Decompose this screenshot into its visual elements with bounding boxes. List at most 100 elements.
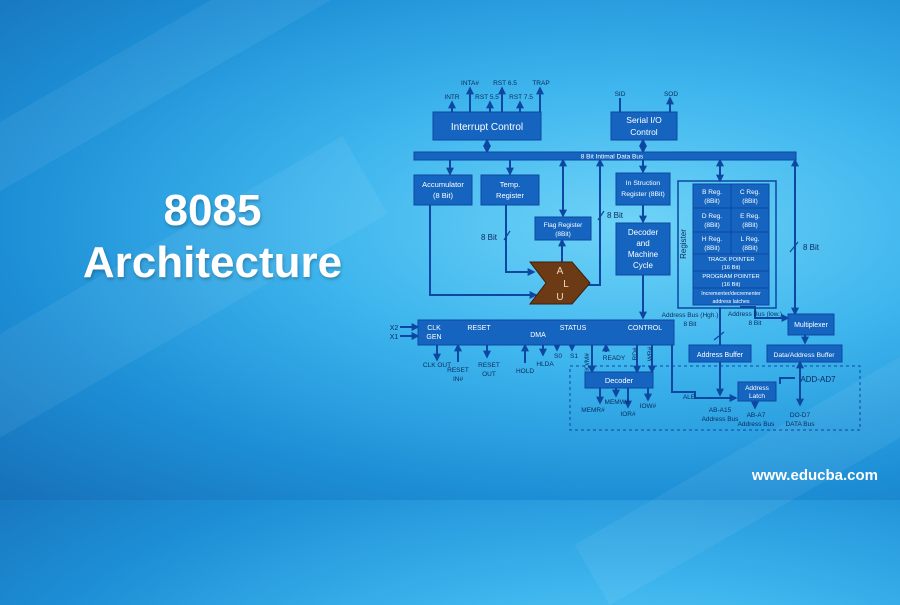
svg-text:MEMR#: MEMR#: [581, 407, 605, 414]
svg-text:S1: S1: [570, 353, 578, 360]
decoder-block: Decoder: [584, 371, 654, 389]
svg-text:CLK: CLK: [427, 325, 441, 332]
temp-register-block: Temp. Register: [480, 174, 540, 206]
svg-text:MEMW#: MEMW#: [605, 399, 630, 406]
svg-text:AB-A15: AB-A15: [709, 407, 732, 414]
svg-text:CLK OUT: CLK OUT: [423, 362, 451, 369]
svg-text:Register (8Bit): Register (8Bit): [621, 191, 664, 198]
svg-text:(8Bit): (8Bit): [742, 222, 758, 229]
title-line-2: Architecture: [82, 238, 343, 287]
control-pin-labels: CLK OUT RESET IN# RESET OUT HOLD HLDA S0…: [423, 346, 654, 383]
svg-text:Address Bus (Hgh.): Address Bus (Hgh.): [662, 312, 719, 319]
svg-text:ALE: ALE: [683, 394, 696, 401]
svg-text:Decoder: Decoder: [605, 376, 634, 385]
svg-text:IN#: IN#: [453, 376, 464, 383]
timing-control-bar: CLK GEN RESET DMA STATUS CONTROL X2 X1: [390, 319, 675, 346]
register-group-label: Register: [679, 229, 688, 259]
site-url: www.educba.com: [751, 467, 878, 484]
svg-text:Serial I/O: Serial I/O: [626, 115, 662, 125]
decoder-output-labels: MEMR# MEMW# IOR# IOW# ALE: [581, 394, 696, 418]
svg-text:D Reg.: D Reg.: [702, 213, 722, 220]
svg-text:and: and: [636, 239, 649, 248]
svg-text:IO/M#: IO/M#: [584, 353, 591, 371]
svg-text:DO-D7: DO-D7: [790, 412, 811, 419]
svg-text:8 Bit: 8 Bit: [803, 243, 820, 252]
architecture-diagram: 8 Bit Intimal Data Bus INTR INTA# RST 5.…: [390, 80, 861, 431]
svg-text:CONTROL: CONTROL: [628, 325, 662, 332]
internal-data-bus: 8 Bit Intimal Data Bus: [413, 151, 797, 161]
svg-text:OUT: OUT: [482, 371, 496, 378]
svg-text:Data/Address Buffer: Data/Address Buffer: [773, 352, 835, 359]
svg-text:Machine: Machine: [628, 250, 659, 259]
pin-inta: INTA#: [461, 80, 479, 87]
data-address-buffer-block: Data/Address Buffer: [766, 344, 843, 363]
svg-text:DMA: DMA: [530, 332, 546, 339]
svg-text:(8Bit): (8Bit): [742, 245, 758, 252]
pin-rst55: RST 5.5: [475, 94, 499, 101]
instruction-register-block: In Struction Register (8Bit): [615, 172, 671, 206]
svg-text:S0: S0: [554, 353, 562, 360]
svg-text:address latches: address latches: [712, 299, 749, 305]
svg-text:IOW#: IOW#: [640, 403, 657, 410]
interrupt-pin-labels: INTR INTA# RST 5.5 RST 6.5 RST 7.5 TRAP …: [444, 80, 678, 101]
serial-io-block: Serial I/O Control: [610, 111, 678, 141]
svg-text:READY: READY: [603, 355, 626, 362]
external-bus-labels: ADD-AD7 AB-A15 Address Bus AB-A7 Address…: [702, 375, 837, 428]
interrupt-control-block: Interrupt Control: [432, 111, 542, 141]
svg-text:Incrementer/decrementer: Incrementer/decrementer: [701, 291, 761, 297]
svg-text:HLDA: HLDA: [536, 361, 554, 368]
address-bus-labels: Address Bus (Hgh.) 8 Bit Address Bus (lo…: [662, 311, 782, 328]
pin-intr: INTR: [444, 94, 459, 101]
svg-text:Accumulator: Accumulator: [422, 180, 464, 189]
address-latch-block: Address Latch: [737, 381, 777, 402]
svg-text:Register: Register: [496, 191, 524, 200]
pin-sid: SID: [615, 91, 626, 98]
svg-text:Address: Address: [745, 385, 770, 392]
svg-text:STATUS: STATUS: [560, 325, 587, 332]
title-line-1: 8085: [163, 186, 262, 235]
svg-text:U: U: [556, 292, 563, 303]
decoder-machine-cycle-block: Decoder and Machine Cycle: [615, 222, 671, 276]
svg-text:H Reg.: H Reg.: [702, 236, 722, 243]
svg-text:Temp.: Temp.: [500, 180, 520, 189]
svg-text:In Struction: In Struction: [626, 180, 661, 187]
svg-text:RESET: RESET: [478, 362, 500, 369]
svg-text:E Reg.: E Reg.: [740, 213, 760, 220]
svg-text:(8Bit): (8Bit): [704, 245, 720, 252]
internal-bus-label: 8 Bit Intimal Data Bus: [581, 154, 644, 161]
svg-text:GEN: GEN: [426, 334, 441, 341]
svg-text:Address Bus: Address Bus: [702, 416, 740, 423]
svg-text:Control: Control: [630, 127, 658, 137]
svg-text:X2: X2: [390, 325, 399, 332]
svg-text:Address Bus (low.): Address Bus (low.): [728, 311, 782, 318]
svg-text:AB-A7: AB-A7: [747, 412, 766, 419]
svg-text:IOR#: IOR#: [620, 411, 636, 418]
svg-text:X1: X1: [390, 334, 399, 341]
svg-text:L: L: [563, 279, 569, 290]
pin-rst75: RST 7.5: [509, 94, 533, 101]
svg-text:TRACK POINTER: TRACK POINTER: [707, 257, 754, 263]
svg-text:8 Bit: 8 Bit: [748, 320, 761, 327]
accumulator-block: Accumulator (8 Bit): [413, 174, 473, 206]
svg-text:Address Bus: Address Bus: [738, 421, 776, 428]
svg-text:Address Buffer: Address Buffer: [697, 352, 744, 359]
svg-text:B Reg.: B Reg.: [702, 189, 722, 196]
svg-text:Flag Register: Flag Register: [544, 222, 583, 229]
svg-text:(8Bit): (8Bit): [704, 222, 720, 229]
svg-text:Decoder: Decoder: [628, 228, 659, 237]
svg-text:(8 Bit): (8 Bit): [433, 191, 454, 200]
svg-text:8 Bit: 8 Bit: [481, 233, 498, 242]
bit-slashes: [503, 210, 799, 341]
page-title: 8085 Architecture: [40, 185, 385, 289]
pin-rst65: RST 6.5: [493, 80, 517, 87]
svg-text:RESET: RESET: [447, 367, 469, 374]
svg-text:RESET: RESET: [467, 325, 491, 332]
svg-text:DATA Bus: DATA Bus: [785, 421, 815, 428]
svg-text:Latch: Latch: [749, 393, 765, 400]
register-file: Register B Reg. (8Bit) C Reg. (8Bit) D R…: [677, 180, 777, 309]
svg-text:PROGRAM POINTER: PROGRAM POINTER: [702, 274, 759, 280]
svg-text:L Reg.: L Reg.: [741, 236, 760, 243]
svg-text:ADD-AD7: ADD-AD7: [800, 375, 836, 384]
svg-text:(16 Bit): (16 Bit): [722, 265, 741, 271]
pin-sod: SOD: [664, 91, 678, 98]
